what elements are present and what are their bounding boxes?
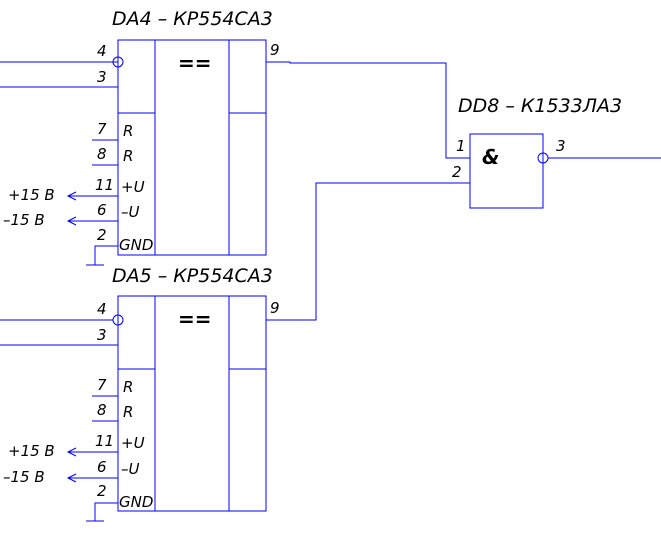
da5-pin-7: 7 — [97, 376, 107, 394]
da5-body — [117, 295, 267, 512]
da5-pin-2: 2 — [97, 482, 107, 500]
da4-gnd-wire — [94, 245, 118, 265]
da4-pin-7: 7 — [97, 120, 107, 138]
da5-sig-vcc-neg: –U — [121, 460, 140, 478]
da4-sig-gnd: GND — [119, 236, 153, 254]
da4-sig-r1: R — [123, 122, 133, 140]
dd8-title: DD8 – К1533ЛА3 — [458, 95, 622, 117]
wire-da4-out-to-dd8-in1 — [266, 61, 470, 159]
da5-sig-r1: R — [123, 378, 133, 396]
da5-pin-11: 11 — [95, 432, 114, 450]
da4-function-symbol: == — [178, 51, 212, 75]
da4-sig-r2: R — [123, 147, 133, 165]
da4-supply-pos: +15 В — [8, 186, 55, 204]
da4-title: DA4 – КР554СА3 — [112, 8, 273, 30]
da4-pin-8: 8 — [97, 145, 107, 163]
da4-pin-9: 9 — [270, 41, 280, 59]
da4-sig-vcc-pos: +U — [121, 178, 145, 196]
da4-arrow-pos — [66, 191, 77, 201]
da5-title: DA5 – КР554СА3 — [112, 265, 273, 287]
da5-supply-pos: +15 В — [8, 442, 55, 460]
da5-pin-3: 3 — [97, 326, 107, 344]
da4-supply-neg: –15 В — [3, 211, 45, 229]
dd8-pin-3: 3 — [556, 137, 566, 155]
da5-pin-9: 9 — [270, 299, 280, 317]
comparator-da5: DA5 – КР554СА3 == 4 3 7 8 R R 11 6 +U –U… — [0, 265, 280, 522]
da5-pin-4: 4 — [97, 300, 107, 318]
da5-sig-r2: R — [123, 403, 133, 421]
da5-sig-vcc-pos: +U — [121, 434, 145, 452]
da4-sig-vcc-neg: –U — [121, 203, 140, 221]
dd8-function-symbol: & — [482, 145, 499, 169]
da5-arrow-pos — [66, 447, 77, 457]
da5-pin-8: 8 — [97, 401, 107, 419]
da5-sig-gnd: GND — [119, 493, 153, 511]
da5-function-symbol: == — [178, 307, 212, 331]
da4-pin-2: 2 — [97, 226, 107, 244]
da5-gnd-wire — [94, 502, 118, 521]
da4-pin-4: 4 — [97, 42, 107, 60]
wire-da5-out-to-dd8-in2 — [266, 182, 470, 321]
da4-pin-3: 3 — [97, 68, 107, 86]
da5-supply-neg: –15 В — [3, 468, 45, 486]
comparator-da4: DA4 – КР554СА3 == 4 3 7 8 R R 11 6 +U –U… — [0, 8, 280, 266]
da5-arrow-neg — [66, 473, 77, 483]
da5-pin-6: 6 — [97, 458, 107, 476]
dd8-body — [469, 133, 544, 209]
da4-arrow-neg — [66, 216, 77, 226]
da4-pin-11: 11 — [95, 176, 114, 194]
dd8-pin-2: 2 — [452, 163, 462, 181]
dd8-pin-1: 1 — [456, 137, 466, 155]
da4-pin-6: 6 — [97, 201, 107, 219]
gate-dd8: DD8 – К1533ЛА3 & 1 2 3 — [452, 95, 661, 209]
da4-body — [117, 39, 267, 256]
